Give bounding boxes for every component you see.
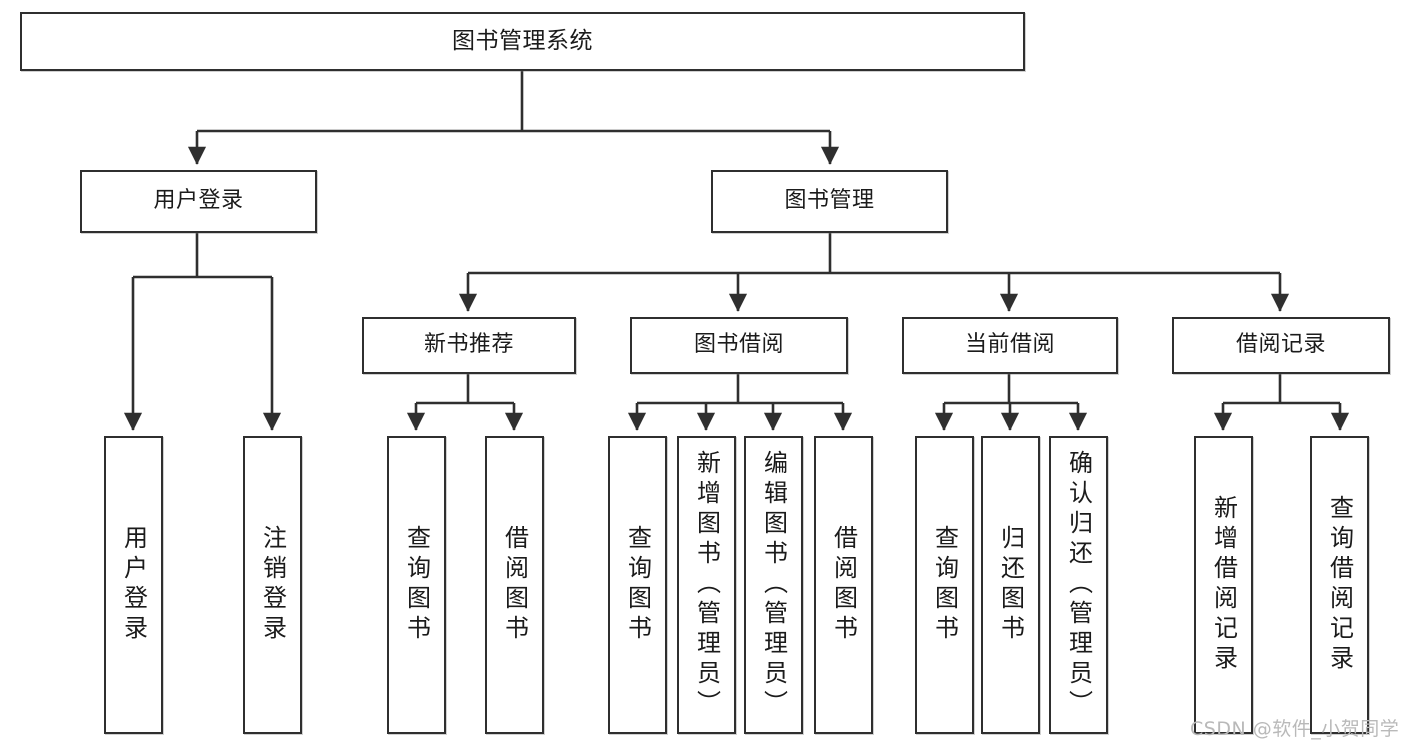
csdn-watermark: CSDN @软件_小贺同学 [1190, 718, 1400, 740]
leaf-edit-book-admin[interactable]: 编辑图书（管理员） [744, 436, 803, 734]
leaf-add-book-admin[interactable]: 新增图书（管理员） [677, 436, 736, 734]
node-label: 新书推荐 [423, 332, 514, 358]
leaf-add-borrow-record[interactable]: 新增借阅记录 [1194, 436, 1253, 734]
node-label: 用户登录 [119, 525, 148, 645]
leaf-confirm-return-admin[interactable]: 确认归还（管理员） [1049, 436, 1108, 734]
node-label: 借阅图书 [500, 525, 529, 645]
leaf-query-book-recommendation[interactable]: 查询图书 [387, 436, 446, 734]
node-label: 借阅记录 [1235, 332, 1326, 358]
node-current-borrow[interactable]: 当前借阅 [902, 317, 1118, 374]
node-borrow-record[interactable]: 借阅记录 [1172, 317, 1390, 374]
node-label: 新增图书（管理员） [692, 450, 721, 720]
node-label: 查询图书 [930, 525, 959, 645]
node-label: 当前借阅 [964, 332, 1055, 358]
node-label: 注销登录 [258, 525, 287, 645]
leaf-borrow-book[interactable]: 借阅图书 [814, 436, 873, 734]
node-label: 查询借阅记录 [1325, 495, 1354, 675]
node-label: 新增借阅记录 [1209, 495, 1238, 675]
leaf-query-book-borrow[interactable]: 查询图书 [608, 436, 667, 734]
leaf-query-borrow-record[interactable]: 查询借阅记录 [1310, 436, 1369, 734]
node-user-login[interactable]: 用户登录 [80, 170, 317, 233]
node-label: 查询图书 [623, 525, 652, 645]
node-label: 查询图书 [402, 525, 431, 645]
node-label: 图书管理 [784, 188, 875, 214]
node-label: 用户登录 [153, 188, 244, 214]
node-label: 编辑图书（管理员） [759, 450, 788, 720]
node-new-book-recommendation[interactable]: 新书推荐 [362, 317, 576, 374]
node-label: 借阅图书 [829, 525, 858, 645]
leaf-user-login[interactable]: 用户登录 [104, 436, 163, 734]
leaf-return-book[interactable]: 归还图书 [981, 436, 1040, 734]
node-label: 图书借阅 [693, 332, 784, 358]
leaf-logout-login[interactable]: 注销登录 [243, 436, 302, 734]
leaf-borrow-book-recommendation[interactable]: 借阅图书 [485, 436, 544, 734]
node-label: 图书管理系统 [452, 27, 593, 54]
node-book-borrow[interactable]: 图书借阅 [630, 317, 848, 374]
node-book-management[interactable]: 图书管理 [711, 170, 948, 233]
node-book-management-system[interactable]: 图书管理系统 [20, 12, 1025, 71]
node-label: 归还图书 [996, 525, 1025, 645]
leaf-query-book-current[interactable]: 查询图书 [915, 436, 974, 734]
node-label: 确认归还（管理员） [1064, 450, 1093, 720]
